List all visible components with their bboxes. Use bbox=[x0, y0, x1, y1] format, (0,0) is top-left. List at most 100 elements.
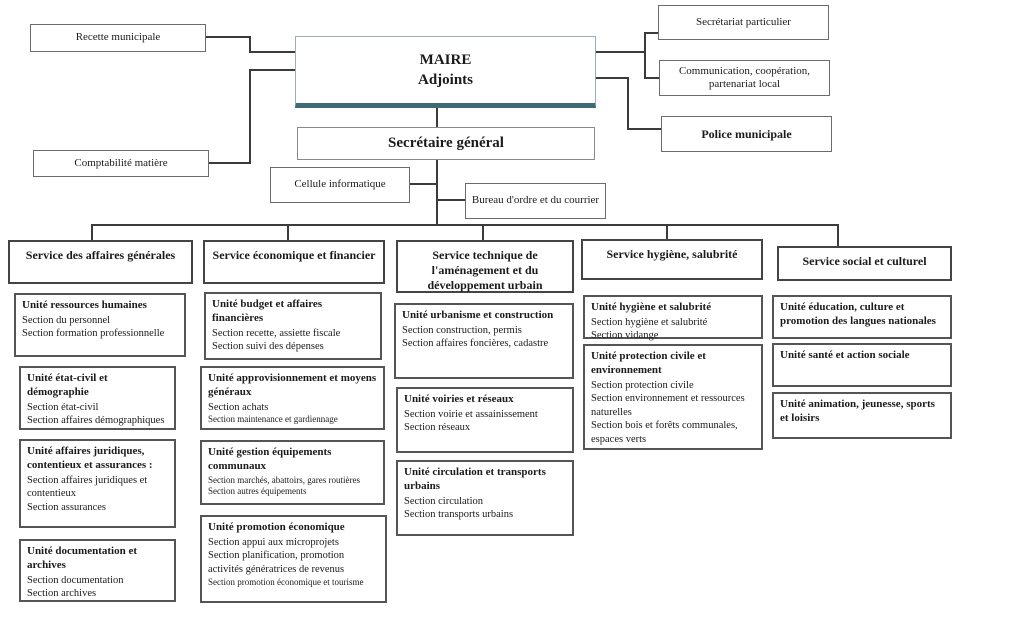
connector-line bbox=[644, 32, 646, 79]
service-hygiene-header: Service hygiène, salubrité bbox=[581, 239, 763, 280]
communication-label: Communication, coopération, partenariat … bbox=[678, 64, 811, 90]
unit-section: Section achats bbox=[208, 401, 269, 413]
recette-municipale-label: Recette municipale bbox=[75, 31, 161, 44]
unit-title: Unité budget et affaires financières bbox=[212, 298, 323, 324]
unit-title: Unité protection civile et environnement bbox=[591, 350, 706, 376]
comptabilite-matiere-box: Comptabilité matière bbox=[33, 150, 209, 177]
unit-section: Section bois et forêts communales, espac… bbox=[591, 420, 738, 446]
unit-section: Section état-civil bbox=[27, 401, 99, 413]
secretaire-general-box: Secrétaire général bbox=[297, 127, 595, 160]
unit-ressources-humaines: Unité ressources humaines Section du per… bbox=[14, 293, 186, 357]
unit-section: Section marchés, abattoirs, gares routiè… bbox=[208, 474, 360, 485]
unit-section: Section réseaux bbox=[404, 422, 471, 434]
bureau-ordre-box: Bureau d'ordre et du courrier bbox=[465, 183, 606, 219]
unit-education-culture: Unité éducation, culture et promotion de… bbox=[772, 295, 952, 339]
connector-line bbox=[482, 224, 484, 240]
service-title: Service technique de l'aménagement et du… bbox=[427, 248, 543, 292]
unit-section: Section formation professionnelle bbox=[22, 328, 165, 340]
unit-section: Section affaires juridiques et contentie… bbox=[27, 474, 148, 500]
bureau-ordre-label: Bureau d'ordre et du courrier bbox=[471, 194, 600, 207]
unit-section: Section circulation bbox=[404, 495, 484, 507]
comptabilite-matiere-label: Comptabilité matière bbox=[74, 156, 168, 169]
unit-gestion-equipements: Unité gestion équipements communaux Sect… bbox=[200, 440, 385, 505]
unit-animation-jeunesse: Unité animation, jeunesse, sports et loi… bbox=[772, 392, 952, 439]
unit-approvisionnement: Unité approvisionnement et moyens généra… bbox=[200, 366, 385, 430]
cellule-informatique-box: Cellule informatique bbox=[270, 167, 410, 203]
connector-line bbox=[436, 160, 438, 226]
unit-section: Section environnement et ressources natu… bbox=[591, 393, 745, 418]
unit-title: Unité gestion équipements communaux bbox=[208, 446, 332, 472]
unit-title: Unité approvisionnement et moyens généra… bbox=[208, 372, 377, 398]
unit-title: Unité état-civil et démographie bbox=[27, 372, 108, 398]
unit-sante-action-sociale: Unité santé et action sociale bbox=[772, 343, 952, 387]
unit-title: Unité affaires juridiques, contentieux e… bbox=[27, 445, 153, 471]
connector-line bbox=[436, 108, 438, 127]
connector-line bbox=[596, 51, 645, 53]
unit-section: Section maintenance et gardiennage bbox=[208, 414, 338, 425]
secretariat-particulier-box: Secrétariat particulier bbox=[658, 5, 829, 40]
unit-title: Unité promotion économique bbox=[208, 521, 345, 533]
connector-bus-line bbox=[91, 224, 839, 226]
connector-line bbox=[287, 224, 289, 240]
unit-title: Unité ressources humaines bbox=[22, 299, 147, 311]
service-economique-header: Service économique et financier bbox=[203, 240, 385, 284]
unit-title: Unité voiries et réseaux bbox=[404, 393, 514, 405]
connector-line bbox=[249, 36, 251, 53]
maire-label: MAIRE bbox=[419, 51, 472, 68]
unit-section: Section transports urbains bbox=[404, 509, 514, 521]
unit-section: Section protection civile bbox=[591, 379, 694, 391]
unit-section: Section promotion économique et tourisme bbox=[208, 576, 364, 587]
unit-section: Section suivi des dépenses bbox=[212, 341, 324, 353]
unit-title: Unité urbanisme et construction bbox=[402, 309, 554, 321]
unit-section: Section construction, permis bbox=[402, 324, 522, 336]
connector-line bbox=[91, 224, 93, 240]
unit-title: Unité santé et action sociale bbox=[780, 349, 910, 361]
connector-line bbox=[249, 69, 295, 71]
connector-line bbox=[837, 224, 839, 246]
connector-line bbox=[644, 77, 659, 79]
cellule-informatique-label: Cellule informatique bbox=[294, 178, 386, 191]
unit-title: Unité animation, jeunesse, sports et loi… bbox=[780, 398, 935, 424]
unit-voiries-reseaux: Unité voiries et réseaux Section voirie … bbox=[396, 387, 574, 453]
police-municipale-box: Police municipale bbox=[661, 116, 832, 152]
maire-adjoints-box: MAIRE Adjoints bbox=[295, 36, 596, 108]
unit-section: Section assurances bbox=[27, 501, 107, 513]
connector-line bbox=[596, 77, 628, 79]
unit-section: Section autres équipements bbox=[208, 486, 307, 497]
unit-etat-civil: Unité état-civil et démographie Section … bbox=[19, 366, 176, 430]
police-municipale-label: Police municipale bbox=[701, 126, 792, 141]
unit-section: Section voirie et assainissement bbox=[404, 408, 538, 420]
recette-municipale-box: Recette municipale bbox=[30, 24, 206, 52]
unit-documentation-archives: Unité documentation et archives Section … bbox=[19, 539, 176, 602]
service-title: Service social et culturel bbox=[802, 254, 927, 268]
unit-section: Section affaires démographiques bbox=[27, 415, 165, 427]
service-technique-header: Service technique de l'aménagement et du… bbox=[396, 240, 574, 293]
service-title: Service économique et financier bbox=[212, 248, 376, 262]
unit-affaires-juridiques: Unité affaires juridiques, contentieux e… bbox=[19, 439, 176, 528]
service-social-header: Service social et culturel bbox=[777, 246, 952, 281]
unit-section: Section du personnel bbox=[22, 314, 111, 326]
unit-protection-civile: Unité protection civile et environnement… bbox=[583, 344, 763, 450]
unit-section: Section appui aux microprojets bbox=[208, 536, 339, 548]
connector-line bbox=[209, 162, 250, 164]
connector-line bbox=[666, 224, 668, 239]
unit-section: Section vidange bbox=[591, 330, 659, 342]
service-title: Service hygiène, salubrité bbox=[606, 247, 738, 261]
connector-line bbox=[206, 36, 250, 38]
service-title: Service des affaires générales bbox=[25, 248, 176, 262]
connector-line bbox=[627, 77, 629, 130]
unit-title: Unité circulation et transports urbains bbox=[404, 466, 546, 492]
connector-line bbox=[627, 128, 661, 130]
connector-line bbox=[249, 69, 251, 164]
service-affaires-generales-header: Service des affaires générales bbox=[8, 240, 193, 284]
unit-circulation-transports: Unité circulation et transports urbains … bbox=[396, 460, 574, 536]
secretariat-particulier-label: Secrétariat particulier bbox=[696, 15, 791, 28]
unit-budget: Unité budget et affaires financières Sec… bbox=[204, 292, 382, 360]
connector-line bbox=[644, 32, 658, 34]
communication-box: Communication, coopération, partenariat … bbox=[659, 60, 830, 96]
unit-hygiene-salubrite: Unité hygiène et salubrité Section hygiè… bbox=[583, 295, 763, 341]
unit-section: Section planification, promotion activit… bbox=[208, 550, 345, 576]
connector-line bbox=[438, 199, 465, 201]
adjoints-label: Adjoints bbox=[417, 72, 473, 88]
